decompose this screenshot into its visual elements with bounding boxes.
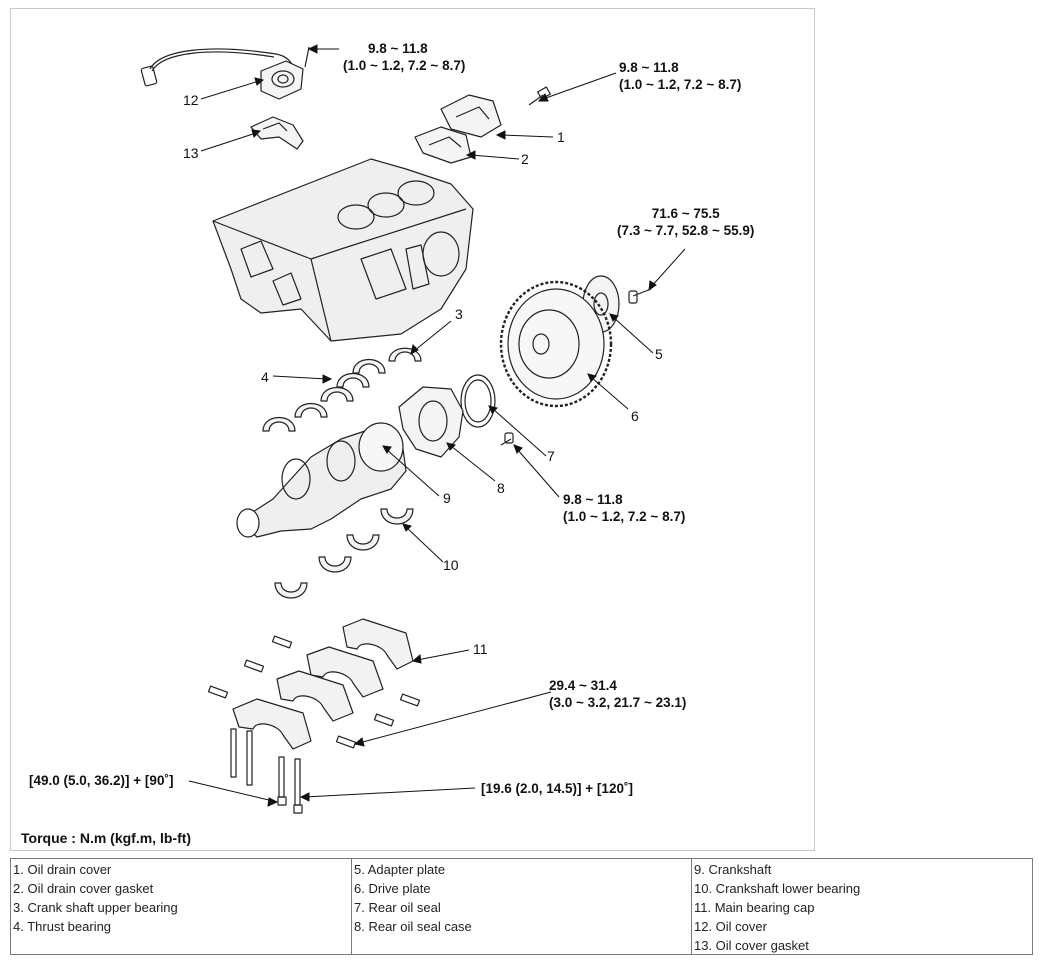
upper-bearings-part	[262, 347, 422, 432]
main-bearing-caps-part	[232, 618, 414, 750]
torque-drive-plate: 71.6 ~ 75.5 (7.3 ~ 7.7, 52.8 ~ 55.9)	[617, 205, 754, 239]
legend-item: 11. Main bearing cap	[694, 900, 815, 915]
legend-item: 8. Rear oil seal case	[354, 919, 472, 934]
cap-side-bolts-part	[207, 635, 421, 749]
callout-11: 11	[473, 641, 488, 657]
callout-12: 12	[183, 92, 199, 108]
legend-item: 1. Oil drain cover	[13, 862, 112, 877]
torque-rear-oil-seal-case-value: 9.8 ~ 11.8	[563, 492, 623, 507]
long-cap-bolts-part	[230, 728, 303, 814]
torque-side-bolt-value: 29.4 ~ 31.4	[549, 678, 617, 693]
oil-drain-cover-part	[440, 86, 551, 138]
oil-cover-part	[140, 46, 310, 100]
legend-item: 2. Oil drain cover gasket	[13, 881, 154, 896]
leader-lines	[188, 44, 686, 807]
legend-item: 7. Rear oil seal	[354, 900, 441, 915]
callout-8: 8	[497, 480, 505, 496]
legend-item: 5. Adapter plate	[354, 862, 446, 877]
callout-10: 10	[443, 557, 459, 573]
cylinder-block-part	[212, 158, 474, 342]
torque-unit-note: Torque : N.m (kgf.m, lb-ft)	[21, 830, 192, 846]
torque-oil-cover-conversion: (1.0 ~ 1.2, 7.2 ~ 8.7)	[343, 58, 466, 73]
torque-drive-plate-conversion: (7.3 ~ 7.7, 52.8 ~ 55.9)	[617, 223, 755, 238]
legend-item: 12. Oil cover	[694, 919, 767, 934]
callout-9: 9	[443, 490, 451, 506]
legend-item: 10. Crankshaft lower bearing	[694, 881, 861, 896]
legend-column-1: 1. Oil drain cover 2. Oil drain cover ga…	[11, 859, 352, 954]
exploded-diagram: 1 2 3 4 5 6 7 8 9 10 11 12 13 9.8 ~ 11.8…	[10, 8, 815, 851]
torque-rear-oil-seal-case: 9.8 ~ 11.8 (1.0 ~ 1.2, 7.2 ~ 8.7)	[563, 491, 685, 525]
crankshaft-part	[236, 422, 407, 538]
torque-oil-drain-cover: 9.8 ~ 11.8 (1.0 ~ 1.2, 7.2 ~ 8.7)	[619, 59, 741, 93]
torque-oil-drain-cover-conversion: (1.0 ~ 1.2, 7.2 ~ 8.7)	[619, 77, 742, 92]
legend-item: 3. Crank shaft upper bearing	[13, 900, 178, 915]
torque-main-bearing-cap-side-bolt: 29.4 ~ 31.4 (3.0 ~ 3.2, 21.7 ~ 23.1)	[549, 677, 686, 711]
legend-item: 4. Thrust bearing	[13, 919, 112, 934]
callout-6: 6	[631, 408, 639, 424]
lower-bearings-part	[274, 508, 414, 599]
torque-inner-cap-bolt: [19.6 (2.0, 14.5)] + [120˚]	[481, 781, 633, 796]
torque-side-bolt-conversion: (3.0 ~ 3.2, 21.7 ~ 23.1)	[549, 695, 687, 710]
callout-2: 2	[521, 151, 529, 167]
torque-rear-oil-seal-case-conversion: (1.0 ~ 1.2, 7.2 ~ 8.7)	[563, 509, 686, 524]
torque-drive-plate-value: 71.6 ~ 75.5	[651, 206, 720, 221]
callout-13: 13	[183, 145, 199, 161]
oil-drain-cover-gasket-part	[414, 126, 472, 164]
torque-oil-cover-value: 9.8 ~ 11.8	[368, 41, 428, 56]
drive-plate-part	[499, 280, 613, 408]
callout-5: 5	[655, 346, 663, 362]
rear-oil-seal-part	[460, 374, 496, 428]
oil-cover-gasket-part	[250, 116, 304, 150]
callout-3: 3	[455, 306, 463, 322]
legend-item: 13. Oil cover gasket	[694, 938, 809, 953]
torque-oil-cover: 9.8 ~ 11.8 (1.0 ~ 1.2, 7.2 ~ 8.7)	[343, 40, 465, 74]
torque-outer-cap-bolt: [49.0 (5.0, 36.2)] + [90˚]	[29, 773, 174, 788]
parts-legend-table: 1. Oil drain cover 2. Oil drain cover ga…	[10, 858, 1033, 955]
rear-oil-seal-case-part	[398, 386, 514, 458]
legend-column-3: 9. Crankshaft 10. Crankshaft lower beari…	[692, 859, 1032, 954]
torque-oil-drain-cover-value: 9.8 ~ 11.8	[619, 60, 679, 75]
legend-column-2: 5. Adapter plate 6. Drive plate 7. Rear …	[352, 859, 692, 954]
callout-4: 4	[261, 369, 269, 385]
callout-7: 7	[547, 448, 555, 464]
legend-item: 9. Crankshaft	[694, 862, 772, 877]
legend-item: 6. Drive plate	[354, 881, 431, 896]
callout-1: 1	[557, 129, 565, 145]
diagram-artwork	[140, 44, 686, 814]
